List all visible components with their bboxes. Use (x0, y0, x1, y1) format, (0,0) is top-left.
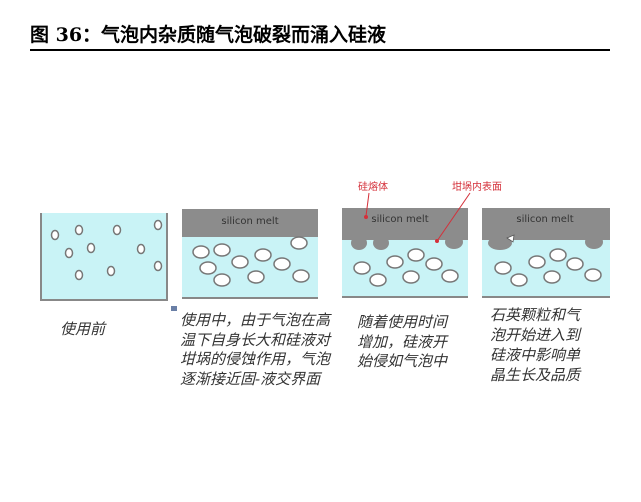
caption-line: 使用中，由于气泡在高 (180, 311, 332, 329)
crucible-wall (40, 213, 168, 301)
caption-line: 始侵如气泡中 (357, 352, 449, 370)
silicon-melt-label: silicon melt (516, 214, 573, 225)
panel-erosion: silicon melt 硅熔体 坩埚内表面 (342, 180, 502, 298)
eroded-pits (351, 235, 463, 250)
panel-before-use (40, 213, 168, 301)
caption-during-use: 使用中，由于气泡在高 温下自身长大和硅液对 坩埚的侵蚀作用，气泡 逐渐接近固-液… (180, 311, 332, 388)
large-bubbles (494, 248, 602, 287)
title-rule (30, 49, 610, 51)
marker-icon (171, 306, 177, 311)
large-bubbles (353, 248, 459, 287)
annotation-line (436, 192, 471, 242)
annotation-silicon-melt: 硅熔体 (358, 180, 388, 193)
annotation-line (365, 192, 370, 217)
silicon-melt-label: silicon melt (221, 216, 278, 227)
silicon-melt-layer (182, 209, 318, 237)
crucible-liquid (41, 213, 167, 299)
caption-line: 温下自身长大和硅液对 (180, 331, 332, 349)
quartz-particle (506, 234, 515, 243)
silicon-melt-layer (342, 208, 468, 240)
caption-line: 石英颗粒和气 (490, 306, 582, 324)
caption-impurities-enter: 石英颗粒和气 泡开始进入到 硅液中影响单 晶生长及品质 (490, 306, 582, 384)
annotation-crucible-inner-surface: 坩埚内表面 (452, 180, 502, 193)
caption-line: 硅液中影响单 (490, 346, 581, 364)
caption-line: 逐渐接近固-液交界面 (180, 370, 323, 388)
silicon-melt-layer (482, 208, 610, 240)
small-bubbles (50, 219, 163, 281)
silicon-melt-label: silicon melt (371, 214, 428, 225)
caption-erosion: 随着使用时间 增加，硅液开 始侵如气泡中 (357, 313, 449, 370)
caption-before-use: 使用前 (60, 320, 107, 338)
caption-line: 坩埚的侵蚀作用，气泡 (180, 350, 332, 368)
caption-line: 增加，硅液开 (357, 333, 449, 351)
caption-line: 泡开始进入到 (490, 326, 582, 344)
panel-impurities-enter: silicon melt (482, 208, 610, 298)
figure-title: 图 36：气泡内杂质随气泡破裂而涌入硅液 (30, 24, 387, 46)
large-bubbles (192, 236, 310, 287)
caption-line: 晶生长及品质 (490, 366, 582, 384)
panel-during-use: silicon melt (182, 209, 318, 299)
caption-line: 随着使用时间 (357, 313, 449, 331)
